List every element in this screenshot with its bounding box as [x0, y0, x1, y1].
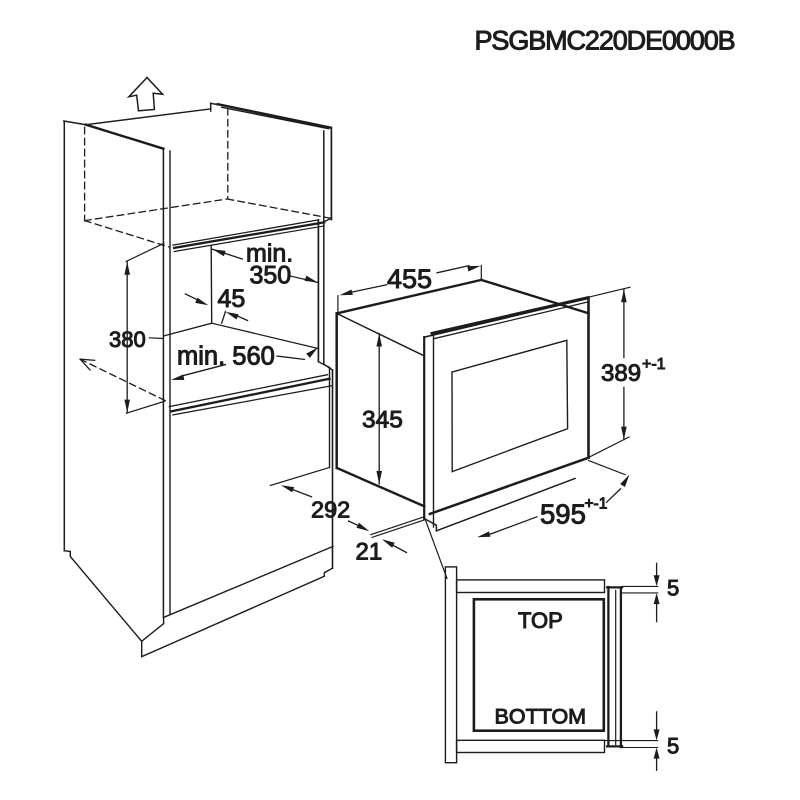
svg-text:455: 455: [387, 264, 432, 294]
svg-text:min.: min.: [246, 240, 293, 268]
svg-text:21: 21: [356, 539, 383, 566]
svg-text:5: 5: [667, 576, 679, 601]
svg-text:PSGBMC220DE0000B: PSGBMC220DE0000B: [475, 26, 735, 56]
svg-text:345: 345: [362, 407, 403, 434]
svg-text:TOP: TOP: [518, 608, 563, 633]
svg-text:min. 560: min. 560: [177, 343, 275, 371]
svg-text:5: 5: [667, 734, 679, 759]
svg-text:+-1: +-1: [642, 356, 666, 373]
svg-text:595: 595: [540, 499, 586, 530]
svg-text:389: 389: [601, 360, 641, 387]
svg-text:292: 292: [311, 497, 350, 523]
svg-text:45: 45: [218, 285, 246, 313]
svg-text:BOTTOM: BOTTOM: [495, 704, 587, 728]
svg-text:+-1: +-1: [585, 496, 608, 513]
svg-text:380: 380: [109, 327, 146, 352]
svg-text:350: 350: [250, 262, 292, 290]
